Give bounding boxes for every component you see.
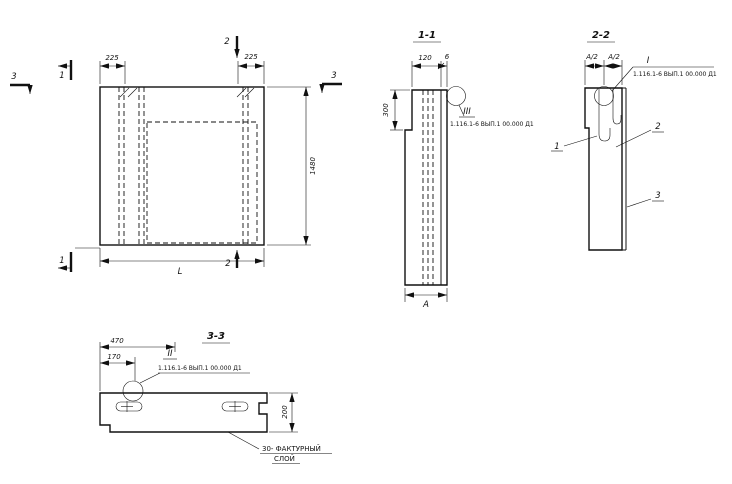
callout-iii: III 1.116.1-6 ВЫП.1 00.000 Д1 [446, 86, 534, 128]
dim-A-label: A [422, 300, 429, 310]
cut-3-left-label: 3 [11, 72, 16, 82]
dim-L-label: L [178, 267, 183, 277]
dim-225-left: 225 [99, 54, 126, 84]
cut-mark-3-left: 3 [10, 72, 33, 94]
anchor-slots [115, 401, 249, 412]
dim-225-right: 225 [237, 53, 265, 84]
dim-225-left-label: 225 [105, 54, 119, 62]
dim-1480: 1480 [267, 86, 317, 246]
dim-L: L [99, 248, 265, 277]
cut-mark-3-right: 3 [319, 71, 342, 93]
dim-200: 200 [269, 392, 298, 433]
callout-ii-ref: 1.116.1-6 ВЫП.1 00.000 Д1 [158, 365, 242, 372]
callout-iii-ref: 1.116.1-6 ВЫП.1 00.000 Д1 [450, 121, 534, 128]
detail-circle-ii [122, 380, 144, 402]
dim-A2-A2: A/2 A/2 [584, 53, 623, 85]
front-view: 225 225 2 2 3 3 [10, 36, 342, 277]
callout-i-label: I [647, 56, 650, 66]
cut-mark-1-top: 1 [58, 60, 73, 81]
dim-300-label: 300 [382, 103, 390, 117]
pos-2-label: 2 [655, 122, 660, 132]
cut-mark-1-bottom: 1 [58, 247, 100, 272]
cut-1-top-label: 1 [59, 71, 64, 81]
position-labels: 1 2 3 [551, 122, 664, 208]
dim-A2-right-label: A/2 [607, 53, 620, 61]
lifting-loop-detail [594, 86, 622, 142]
dim-6-label: 6 [445, 53, 450, 61]
section-1-1-title: 1-1 [418, 30, 436, 41]
cut-2-top-label: 2 [224, 37, 229, 47]
section-2-2-outline [584, 87, 623, 251]
callout-ii-label: II [167, 349, 173, 359]
cut-2-bottom-label: 2 [225, 259, 230, 269]
callout-i: I 1.116.1-6 ВЫП.1 00.000 Д1 [611, 56, 717, 92]
section-1-1-outline [404, 89, 448, 286]
dim-A: A [404, 288, 448, 310]
dim-225-right-label: 225 [244, 53, 258, 61]
dim-470: 470 [99, 337, 176, 391]
dim-170-label: 170 [107, 353, 121, 361]
pos-1-label: 1 [554, 142, 559, 152]
detail-circle-i [594, 86, 614, 106]
hidden-anchor-channels [118, 87, 258, 245]
dim-1480-label: 1480 [309, 157, 317, 175]
facing-layer-note: 30- ФАКТУРНЫЙ СЛОЙ [227, 431, 332, 464]
callout-i-ref: 1.116.1-6 ВЫП.1 00.000 Д1 [633, 71, 717, 78]
panel-outline [99, 86, 265, 246]
facing-note-line1: 30- ФАКТУРНЫЙ [262, 444, 321, 453]
dim-300: 300 [382, 89, 410, 131]
dim-A2-left-label: A/2 [585, 53, 598, 61]
dim-120-6: 120 6 [411, 53, 450, 87]
section-2-2: 2-2 A/2 A/2 I 1.116.1-6 ВЫП.1 00.000 Д1 [551, 30, 717, 251]
detail-circle-iii [446, 86, 466, 106]
section-3-3-outline [99, 392, 268, 433]
section-1-1: 1-1 120 6 300 III 1.116.1-6 ВЫП.1 [382, 30, 534, 310]
dim-200-label: 200 [281, 405, 289, 419]
dim-470-label: 470 [110, 337, 124, 345]
cut-1-bottom-label: 1 [59, 256, 64, 266]
callout-ii: II 1.116.1-6 ВЫП.1 00.000 Д1 [122, 349, 250, 402]
cut-mark-2-top: 2 [224, 36, 240, 58]
callout-iii-label: III [463, 107, 471, 117]
dim-170: 170 [100, 353, 136, 381]
dim-120-label: 120 [418, 54, 432, 62]
section-3-3-title: 3-3 [207, 331, 225, 342]
cut-mark-2-bottom: 2 [225, 250, 240, 269]
section-2-2-title: 2-2 [592, 30, 610, 41]
facing-note-line2: СЛОЙ [274, 454, 295, 463]
section-3-3: 3-3 470 170 II 1.116.1-6 ВЫП. [99, 331, 332, 464]
cut-3-right-label: 3 [331, 71, 336, 81]
pos-3-label: 3 [655, 191, 660, 201]
